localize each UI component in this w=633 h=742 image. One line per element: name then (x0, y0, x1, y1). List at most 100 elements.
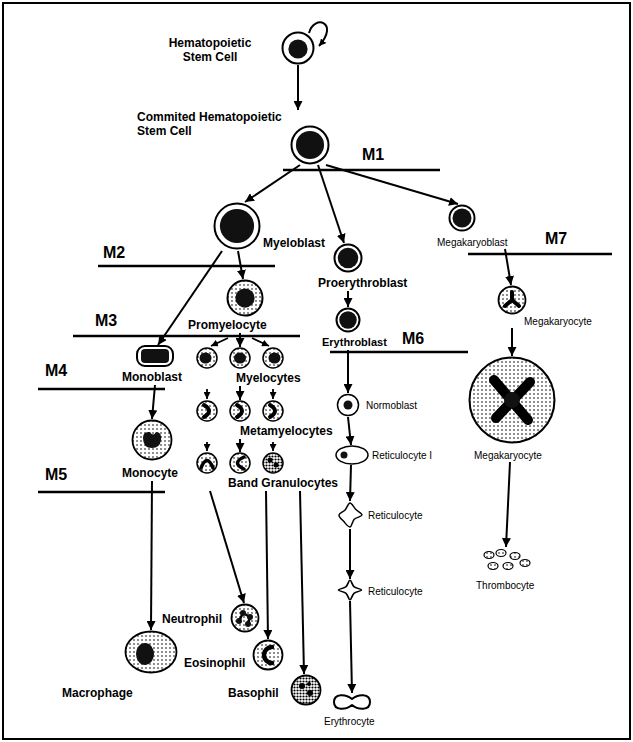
cell-node: Band Granulocytes (196, 452, 339, 491)
cell-drawing (290, 125, 330, 165)
cell-membrane (470, 358, 555, 443)
cell-label: Band Granulocytes (228, 476, 338, 490)
development-arrow (266, 491, 268, 639)
cell-node: Macrophage (62, 630, 178, 701)
cell-membrane (292, 676, 321, 705)
granulocyte-cell (197, 401, 217, 421)
cell-nucleus (234, 353, 246, 364)
cell-drawing (196, 347, 284, 369)
cell-membrane (228, 281, 263, 316)
cell-membrane (499, 287, 526, 314)
cell-node: Promyelocyte (188, 279, 267, 333)
subtype-label: M2 (103, 244, 125, 262)
stage-bar (73, 335, 300, 338)
cell-node: Reticulocyte I (335, 445, 433, 465)
cell-label: Macrophage (62, 686, 133, 700)
cell-drawing (333, 243, 363, 273)
platelet (503, 563, 513, 570)
granulocyte-cell (197, 348, 217, 368)
cell-drawing (290, 674, 322, 706)
development-arrow (347, 291, 349, 307)
cell-drawing (226, 279, 264, 317)
side-arrow (206, 442, 208, 451)
cell-node: Commited Hematopoietic Stem Cell (137, 110, 330, 165)
development-arrow (300, 491, 304, 674)
cell-drawing (213, 202, 261, 250)
nucleus-lobe (245, 621, 251, 627)
cell-drawing (337, 501, 363, 529)
cell-label: Proerythroblast (318, 276, 407, 290)
cell-nucleus (494, 380, 530, 420)
cell-membrane (339, 503, 362, 527)
cell-nucleus (344, 401, 353, 410)
side-arrow (211, 338, 228, 346)
cell-label: Promyelocyte (188, 318, 267, 332)
cell-membrane (339, 580, 362, 600)
development-arrow (239, 386, 241, 400)
nucleus-lobe (240, 610, 246, 616)
development-arrow (349, 529, 351, 579)
cell-label: Monoblast (122, 370, 182, 384)
cell-nucleus (453, 209, 472, 228)
side-arrow (206, 389, 208, 399)
cell-node: Megakaryoblast (437, 204, 508, 249)
platelet (484, 552, 494, 559)
cell-membrane (335, 245, 362, 272)
development-arrow (238, 251, 243, 279)
stage-bar (330, 351, 468, 354)
cell-label: Eosinophil (184, 656, 245, 670)
development-arrow (245, 165, 300, 202)
granulocyte-cell (197, 453, 217, 473)
nucleus-lobe (247, 614, 253, 620)
platelet (488, 563, 498, 570)
cell-drawing (468, 356, 556, 444)
cell-label: Megakaryocyte (474, 450, 542, 462)
cell-label: Reticulocyte (368, 510, 422, 522)
cell-label: Metamyelocytes (240, 424, 333, 438)
development-arrow (350, 601, 352, 693)
granulocyte-cell (230, 348, 250, 368)
cell-label: Reticulocyte I (372, 450, 432, 462)
cell-drawing (230, 603, 260, 633)
cell-nucleus (200, 353, 212, 364)
cell-node: Megakaryocyte (497, 285, 592, 328)
stage-bar (98, 265, 275, 268)
cell-drawing (336, 579, 364, 601)
granule (268, 458, 273, 463)
subtype-label: M3 (95, 312, 117, 330)
cell-membrane (215, 204, 260, 249)
cell-label: Thrombocyte (476, 580, 534, 592)
cell-drawing (196, 400, 284, 422)
cell-node: Neutrophil (162, 603, 260, 633)
cell-label: Reticulocyte (368, 586, 422, 598)
cell-nucleus (264, 647, 272, 663)
cell-membrane (450, 206, 475, 231)
development-arrow (511, 328, 513, 356)
cell-label: Myelocytes (236, 371, 301, 385)
cell-group (339, 503, 362, 527)
granulocyte-cell (263, 401, 283, 421)
cell-label: Basophil (228, 686, 279, 700)
cell-nucleus (338, 248, 359, 269)
platelet (520, 560, 530, 567)
cell-nucleus (143, 432, 161, 448)
development-arrow (350, 465, 351, 501)
cell-nucleus (504, 392, 520, 408)
cell-nucleus (136, 643, 154, 665)
cell-nucleus (505, 292, 519, 306)
granule (307, 682, 311, 686)
cell-membrane (336, 446, 368, 464)
cell-label: Megakaryocyte (524, 316, 592, 328)
cell-node: Megakaryocyte (468, 356, 556, 462)
development-arrow (239, 439, 241, 452)
cell-drawing (131, 419, 173, 461)
cell-nucleus (341, 452, 348, 459)
cell-nucleus (237, 405, 242, 417)
cell-label: Erythroblast (322, 336, 387, 349)
cell-node: Eosinophil (184, 639, 284, 671)
cell-label: Myeloblast (263, 236, 325, 250)
cell-node: Monoblast (122, 345, 182, 385)
granule (299, 683, 305, 689)
cell-nucleus (288, 39, 307, 58)
cell-node: Monocyte (122, 419, 179, 481)
